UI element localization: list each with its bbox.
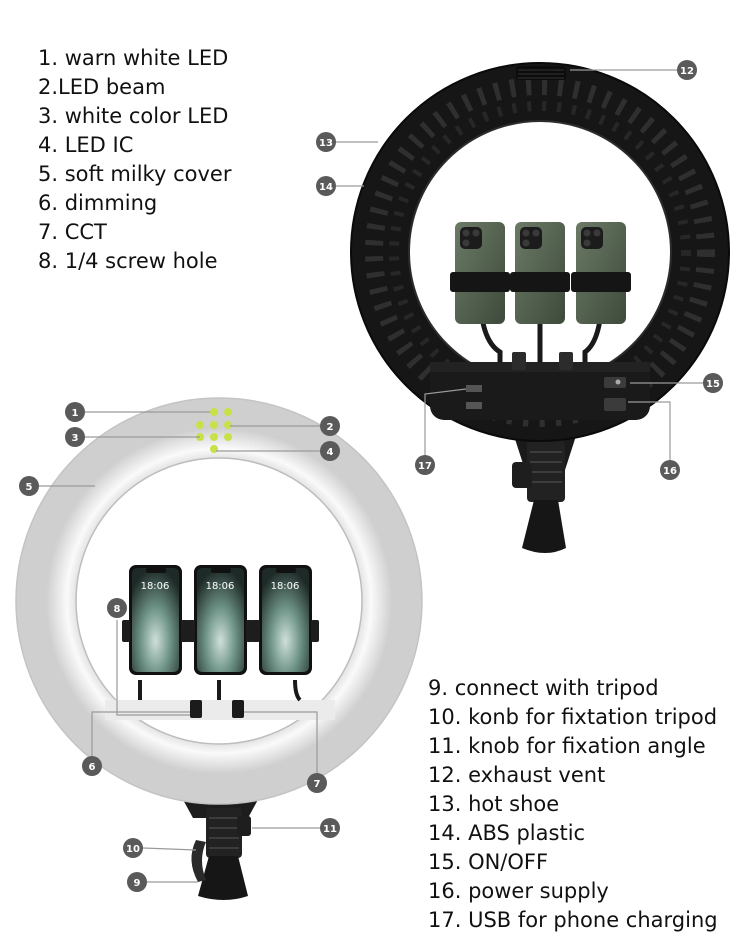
feature-item: 16. power supply (428, 879, 609, 903)
control-bar (105, 700, 335, 720)
svg-text:3: 3 (72, 433, 79, 444)
callout-8: 8 (107, 598, 127, 618)
phone-clamp (450, 272, 510, 292)
callouts: 1 2 3 4 5 6 7 8 9 10 11 12 13 14 15 16 1… (19, 60, 723, 892)
phone-clock: 18:06 (206, 581, 235, 592)
feature-list-top: 1. warn white LED 2.LED beam 3. white co… (38, 44, 231, 276)
feature-item: 2.LED beam (38, 75, 166, 99)
phone-clamp (187, 620, 195, 642)
usb-port (466, 385, 482, 392)
svg-text:12: 12 (680, 66, 694, 77)
feature-item: 14. ABS plastic (428, 821, 586, 845)
power-switch (604, 377, 626, 388)
tripod-connector (522, 500, 566, 553)
svg-text:8: 8 (114, 604, 121, 615)
feature-list-bottom: 9. connect with tripod 10. konb for fixt… (428, 674, 718, 935)
white-ring-body (16, 398, 422, 804)
callout-17: 17 (415, 455, 435, 475)
svg-text:9: 9 (134, 878, 141, 889)
tripod-connector (198, 856, 248, 900)
svg-text:10: 10 (126, 844, 140, 855)
svg-text:14: 14 (319, 182, 333, 193)
callout-10: 10 (123, 838, 143, 858)
feature-item: 15. ON/OFF (428, 850, 549, 874)
phone-group-back (450, 222, 631, 362)
callout-12: 12 (677, 60, 697, 80)
knob (512, 352, 526, 370)
phone-clamp (510, 272, 570, 292)
angle-knob (512, 462, 532, 488)
phone-clamp (311, 620, 319, 642)
callout-16: 16 (660, 460, 680, 480)
phone-clamp (571, 272, 631, 292)
usb-port (466, 402, 482, 409)
feature-item: 6. dimming (38, 191, 158, 215)
control-box (430, 362, 650, 420)
callout-4: 4 (320, 441, 340, 461)
svg-text:16: 16 (663, 466, 677, 477)
tripod-mount (206, 808, 242, 858)
svg-text:11: 11 (323, 824, 337, 835)
svg-text:1: 1 (72, 408, 79, 419)
svg-text:15: 15 (706, 379, 720, 390)
callout-9: 9 (127, 872, 147, 892)
tripod-knob (191, 840, 206, 882)
feature-item: 10. konb for fixtation tripod (428, 705, 718, 729)
knob (559, 352, 573, 370)
callout-1: 1 (65, 402, 85, 422)
white-ring-light: 18:06 18:06 18:06 (15, 397, 423, 900)
callout-7: 7 (307, 773, 327, 793)
callout-11: 11 (320, 818, 340, 838)
feature-item: 3. white color LED (38, 104, 229, 128)
callout-6: 6 (82, 756, 102, 776)
feature-item: 7. CCT (38, 220, 107, 244)
callout-15: 15 (703, 373, 723, 393)
angle-knob (237, 816, 251, 836)
leader-lines (38, 69, 703, 883)
svg-text:2: 2 (327, 422, 334, 433)
tripod-mount (527, 440, 565, 502)
svg-text:5: 5 (26, 482, 33, 493)
feature-item: 8. 1/4 screw hole (38, 249, 218, 273)
black-ring-light (350, 62, 730, 553)
callout-2: 2 (320, 416, 340, 436)
feature-item: 11. knob for fixation angle (428, 734, 706, 758)
svg-text:7: 7 (314, 779, 321, 790)
phone-clamp (252, 620, 260, 642)
feature-item: 1. warn white LED (38, 46, 229, 70)
svg-text:13: 13 (319, 138, 333, 149)
feature-item: 4. LED IC (38, 133, 134, 157)
knob (190, 700, 202, 718)
callout-14: 14 (316, 176, 336, 196)
led-detail (196, 408, 232, 453)
svg-text:17: 17 (418, 461, 432, 472)
svg-text:4: 4 (327, 447, 334, 458)
feature-item: 13. hot shoe (428, 792, 560, 816)
power-socket (604, 398, 626, 411)
feature-item: 12. exhaust vent (428, 763, 606, 787)
callout-3: 3 (65, 427, 85, 447)
svg-text:6: 6 (89, 762, 96, 773)
phone-clock: 18:06 (271, 581, 300, 592)
phone-clock: 18:06 (141, 581, 170, 592)
callout-5: 5 (19, 476, 39, 496)
phone-group-front: 18:06 18:06 18:06 (122, 565, 319, 702)
feature-item: 17. USB for phone charging (428, 908, 718, 932)
callout-13: 13 (316, 132, 336, 152)
knob (232, 700, 244, 718)
feature-item: 5. soft milky cover (38, 162, 232, 186)
phone-clamp (122, 620, 130, 642)
feature-item: 9. connect with tripod (428, 676, 659, 700)
